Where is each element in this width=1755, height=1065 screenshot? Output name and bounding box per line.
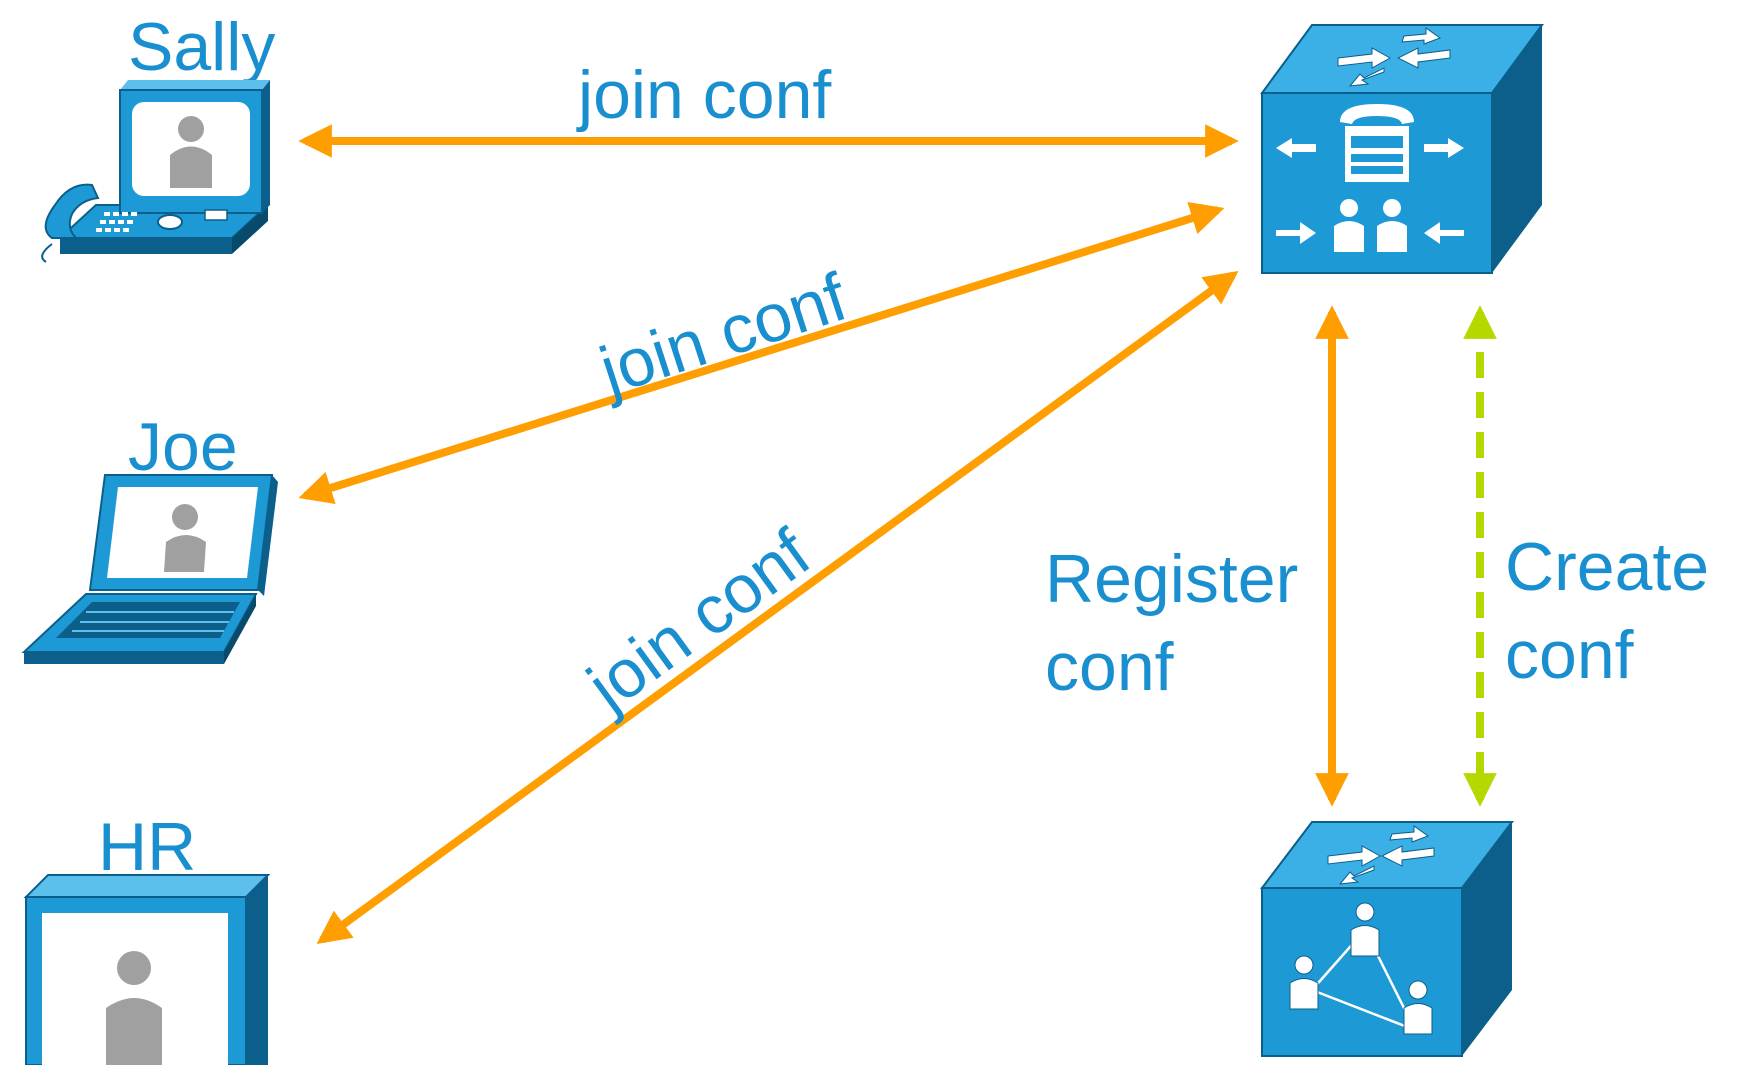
- joe-join-label: join conf: [589, 259, 855, 410]
- create-label-line1: Create: [1505, 529, 1709, 605]
- telepresence-screen-icon: [23, 874, 271, 1065]
- sally-join-label: join conf: [576, 57, 831, 133]
- hr-join-arrow: [316, 271, 1239, 944]
- sally-label: Sally: [128, 9, 275, 85]
- register-label-line2: conf: [1045, 629, 1174, 705]
- hr-join-label: join conf: [573, 515, 824, 727]
- register-label-line1: Register: [1045, 541, 1298, 617]
- hr-label: HR: [98, 809, 196, 885]
- joe-label: Joe: [128, 409, 238, 485]
- conference-bridge-icon: [1259, 821, 1515, 1057]
- create-label-line2: conf: [1505, 617, 1634, 693]
- video-phone-icon: [41, 80, 271, 263]
- call-manager-icon: [1260, 24, 1544, 274]
- laptop-icon: [21, 474, 278, 664]
